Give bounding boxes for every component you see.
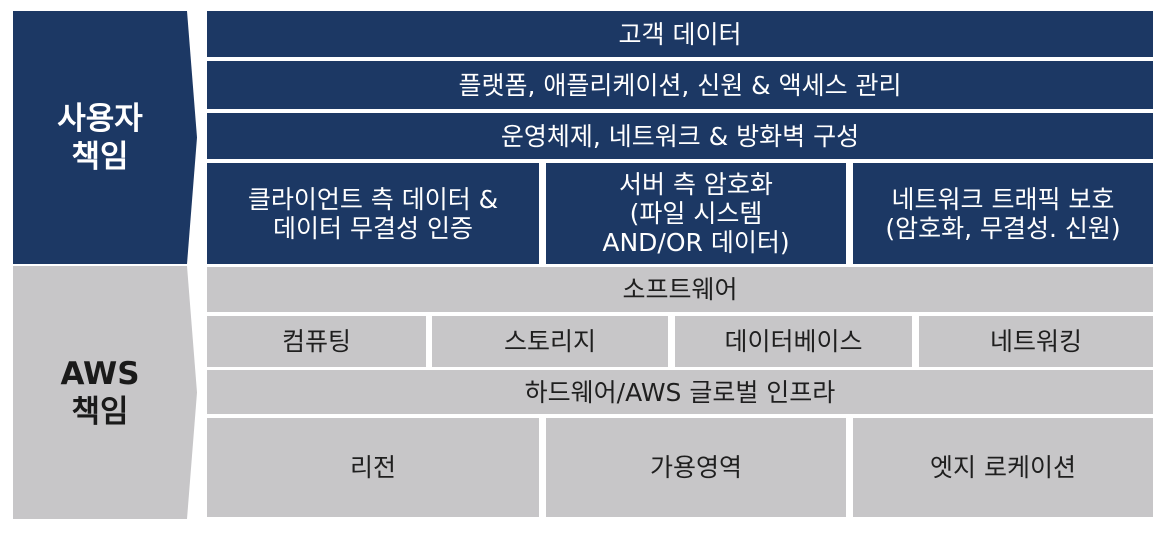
customer-responsibility-arrow: 사용자 책임 xyxy=(13,11,197,264)
edge-location-box: 엣지 로케이션 xyxy=(853,418,1153,517)
aws-responsibility-label: AWS 책임 xyxy=(60,355,140,430)
database-box: 데이터베이스 xyxy=(675,316,912,367)
platform-identity-box: 플랫폼, 애플리케이션, 신원 & 액세스 관리 xyxy=(207,61,1153,109)
global-infrastructure-box: 하드웨어/AWS 글로벌 인프라 xyxy=(207,370,1153,414)
customer-data-box: 고객 데이터 xyxy=(207,11,1153,57)
customer-responsibility-label: 사용자 책임 xyxy=(57,100,143,175)
compute-box: 컴퓨팅 xyxy=(207,316,426,367)
software-box: 소프트웨어 xyxy=(207,267,1153,312)
networking-box: 네트워킹 xyxy=(919,316,1153,367)
aws-responsibility-arrow: AWS 책임 xyxy=(13,266,197,519)
client-side-encryption-box: 클라이언트 측 데이터 & 데이터 무결성 인증 xyxy=(207,163,539,264)
network-traffic-protection-box: 네트워크 트래픽 보호 (암호화, 무결성. 신원) xyxy=(853,163,1153,264)
region-box: 리전 xyxy=(207,418,539,517)
server-side-encryption-box: 서버 측 암호화 (파일 시스템 AND/OR 데이터) xyxy=(546,163,846,264)
availability-zone-box: 가용영역 xyxy=(546,418,846,517)
os-network-firewall-box: 운영체제, 네트워크 & 방화벽 구성 xyxy=(207,113,1153,159)
storage-box: 스토리지 xyxy=(432,316,668,367)
